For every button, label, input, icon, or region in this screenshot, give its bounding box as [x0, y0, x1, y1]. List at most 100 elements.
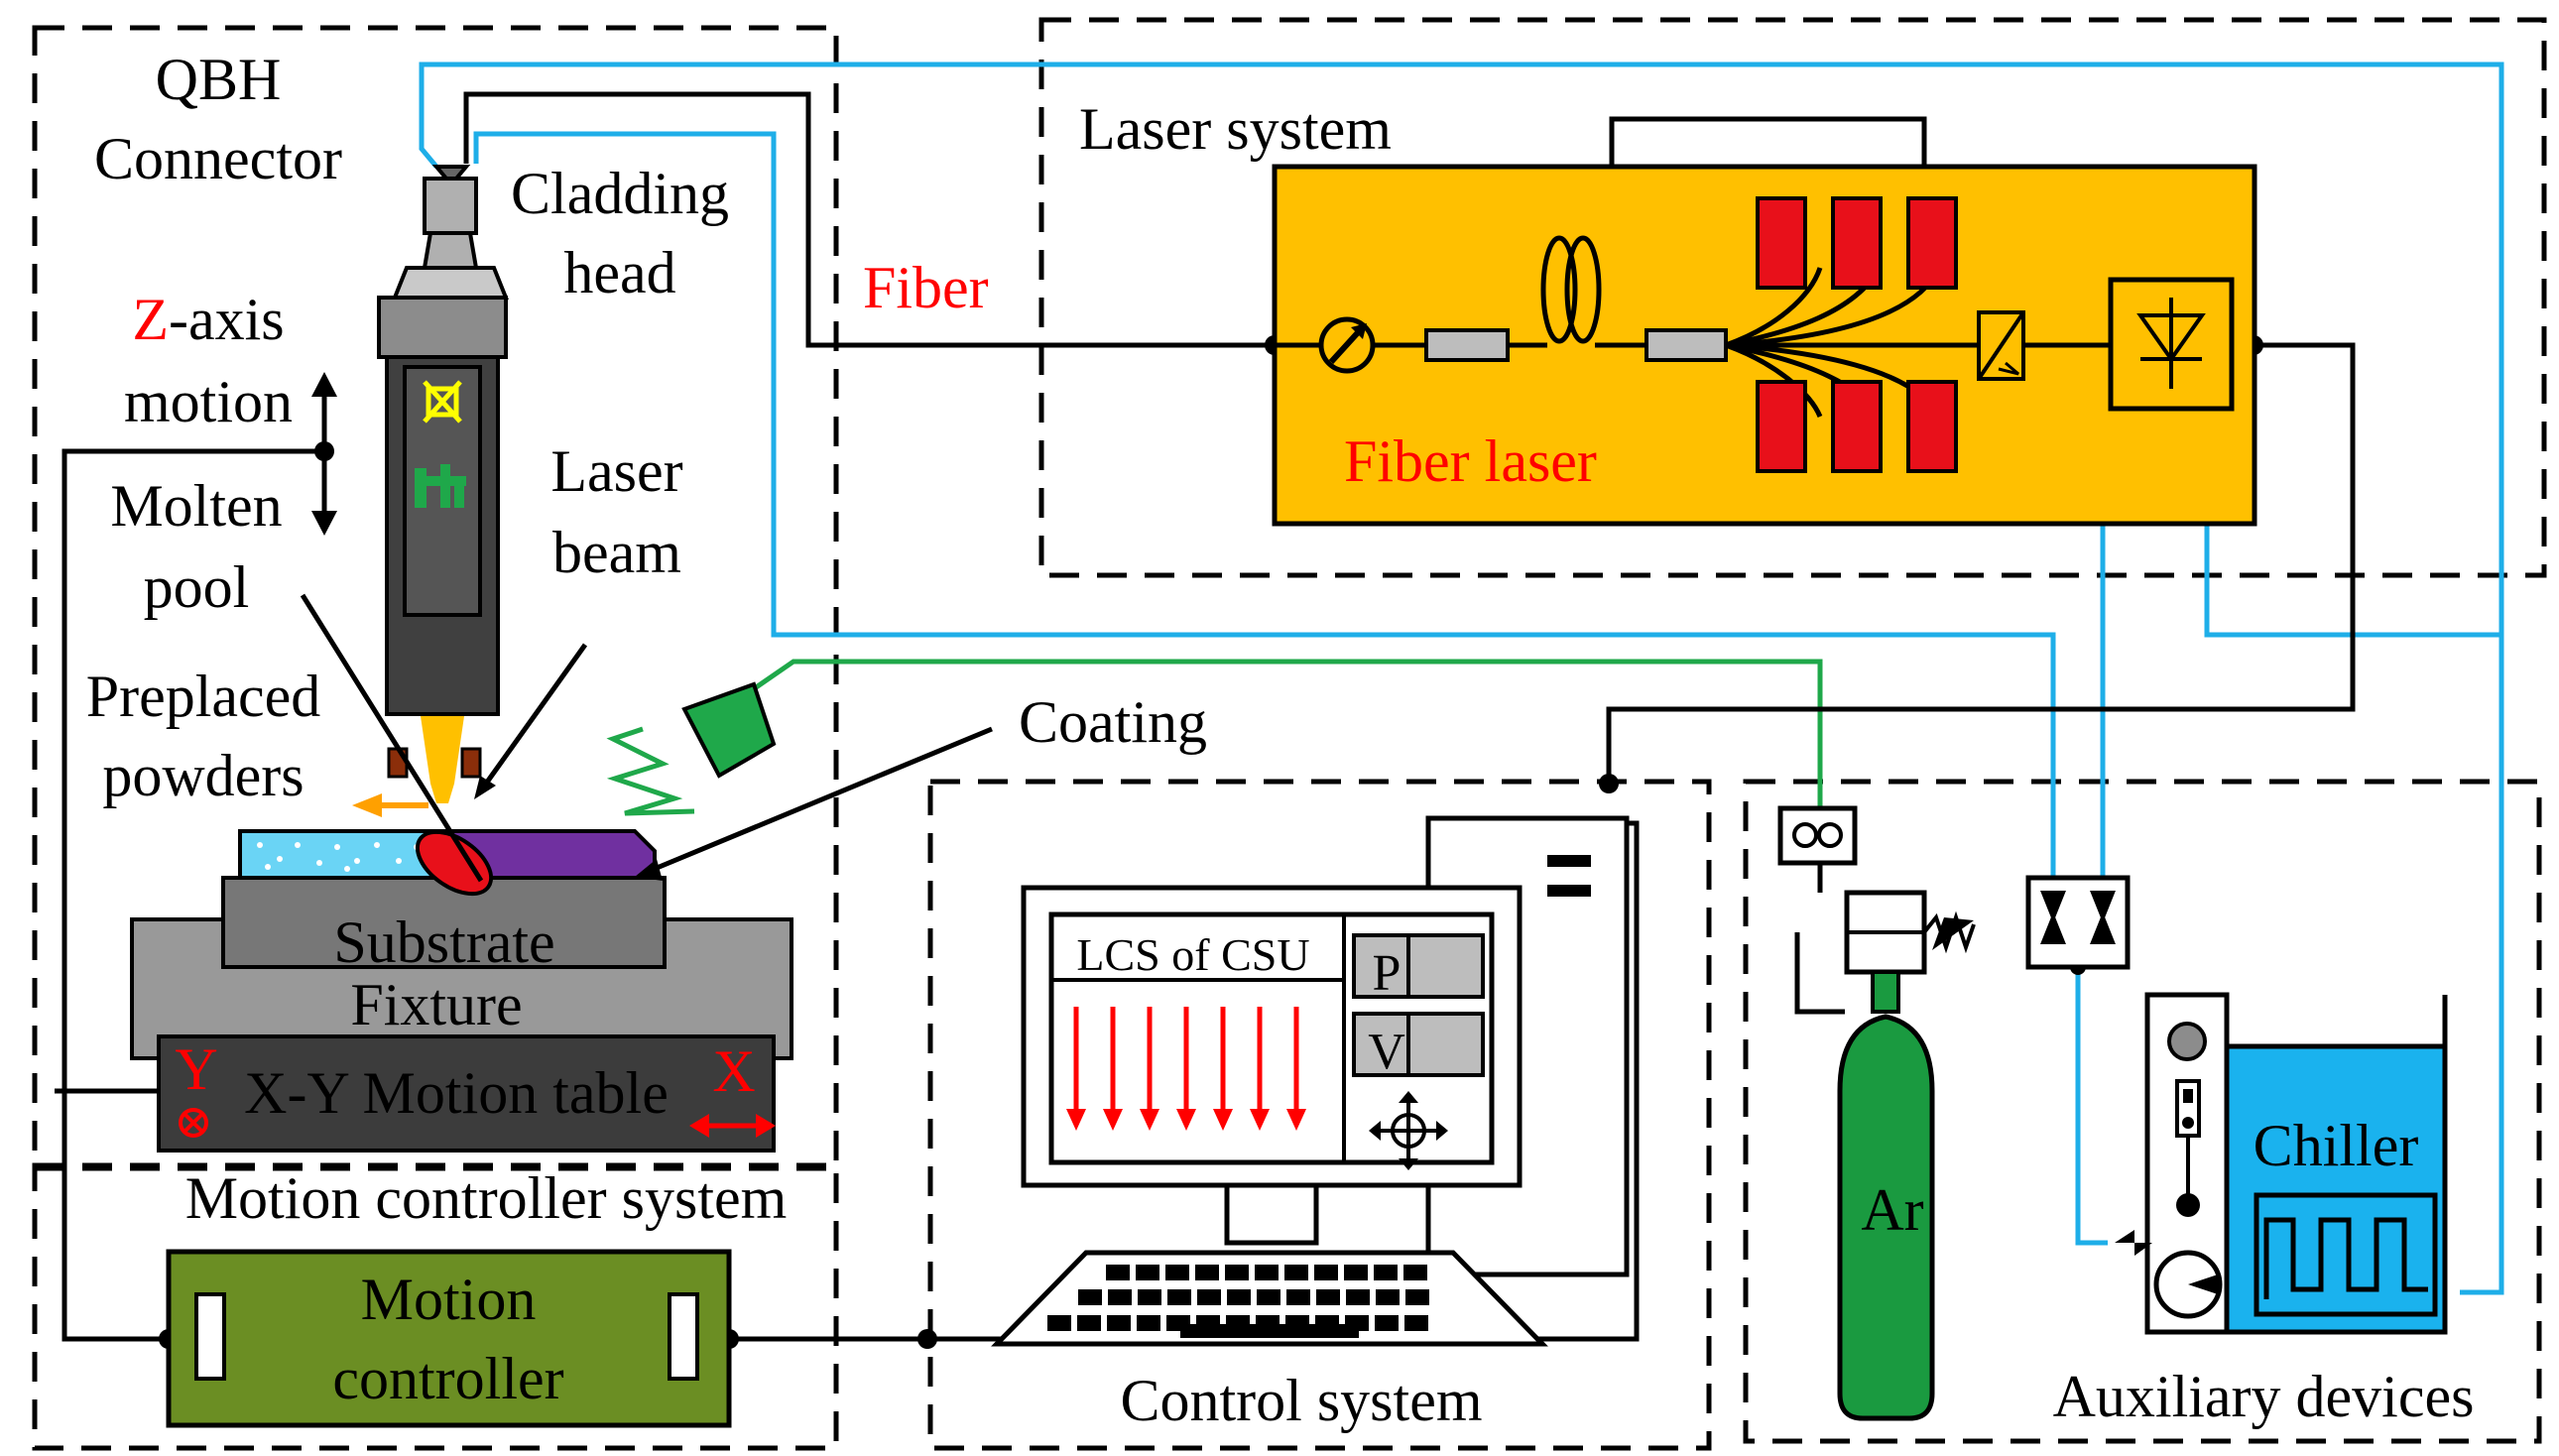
- control-system-label: Control system: [1120, 1368, 1482, 1433]
- red-down-arrow-head: [1140, 1109, 1159, 1131]
- panel-v-label: V: [1368, 1024, 1405, 1080]
- coating-label: Coating: [1019, 689, 1207, 755]
- y-axis-icon: [179, 1108, 208, 1138]
- cladding-head-label-line1: Cladding: [511, 161, 729, 226]
- motion-table-label: X-Y Motion table: [244, 1060, 669, 1126]
- optics-icon: [423, 380, 462, 424]
- keyboard-key: [1255, 1265, 1279, 1280]
- auxiliary-devices-label: Auxiliary devices: [2053, 1364, 2475, 1429]
- z-axis-label: Z-axis: [132, 287, 284, 352]
- panel-p-label: P: [1373, 945, 1401, 1002]
- water-valve-icon: [2040, 891, 2116, 944]
- screen-title: LCS of CSU: [1076, 929, 1309, 980]
- motion-controller: [166, 1249, 732, 1428]
- keyboard-key: [1136, 1265, 1159, 1280]
- label-pointers: [300, 593, 993, 883]
- keyboard-key: [1316, 1289, 1340, 1305]
- fiber-coupler-2: [1645, 328, 1728, 362]
- fiber-laser-label: Fiber laser: [1344, 428, 1597, 494]
- molten-pool: [415, 829, 494, 897]
- keyboard-spacebar: [1180, 1324, 1359, 1338]
- keyboard-key: [1138, 1289, 1161, 1305]
- keyboard-key: [1403, 1265, 1427, 1280]
- argon-cylinder: [1837, 1014, 1935, 1421]
- control-system-boundary: [927, 779, 1712, 1451]
- molten-pool-label-line2: pool: [144, 554, 250, 620]
- keyboard-key: [1344, 1265, 1368, 1280]
- keyboard-key: [1108, 1289, 1132, 1305]
- cladding-unit-boundary: [32, 25, 839, 1171]
- keyboard-key: [1047, 1315, 1071, 1331]
- keyboard-key: [1165, 1265, 1189, 1280]
- x-axis-arrow-icon: [689, 1114, 776, 1138]
- laser-handle: [1609, 116, 1927, 170]
- fixture-label: Fixture: [350, 972, 522, 1037]
- z-axis-letter: Z: [132, 287, 169, 352]
- qbh-connector-body: [423, 177, 478, 235]
- laser-beam: [421, 716, 464, 803]
- keyboard-keys: [1047, 1265, 1429, 1338]
- chiller-pump-icon: [2115, 1230, 2223, 1319]
- travel-direction-arrow-icon: [352, 793, 428, 817]
- chiller-label: Chiller: [2254, 1113, 2419, 1178]
- signal-and-fiber-lines: [55, 91, 2356, 1342]
- motion-controller-port-right: [668, 1292, 699, 1381]
- red-down-arrow-head: [1250, 1109, 1270, 1131]
- keyboard-key: [1225, 1265, 1249, 1280]
- down-arrows-icon: [1066, 1007, 1306, 1131]
- motion-controller-system-boundary: [32, 1162, 839, 1451]
- red-down-arrow-head: [1103, 1109, 1123, 1131]
- z-axis-arrow-icon: [311, 372, 337, 536]
- motion-controller-label-line2: controller: [332, 1346, 563, 1411]
- tower-slot-2: [1547, 885, 1591, 897]
- preplaced-label-line2: powders: [102, 743, 304, 808]
- preplaced-powder-layer: [238, 829, 450, 880]
- keyboard-key: [1314, 1265, 1338, 1280]
- laser-system-boundary: [1038, 17, 2547, 578]
- tower-slot-1: [1547, 855, 1591, 867]
- powder-feed-nozzle: [606, 681, 777, 816]
- connector-label: Connector: [94, 126, 342, 191]
- laser-system-label: Laser system: [1079, 96, 1392, 162]
- keyboard-key: [1078, 1289, 1102, 1305]
- monitor-stand: [1224, 1182, 1319, 1246]
- substrate: [221, 876, 667, 969]
- motion-controller-label-line1: Motion: [361, 1267, 537, 1332]
- red-down-arrow-head: [1066, 1109, 1086, 1131]
- cooling-water-lines: [419, 61, 2504, 1295]
- xy-motion-table: [157, 1034, 776, 1153]
- move-cross-icon: [1369, 1091, 1448, 1170]
- screen-panel-v: [1352, 1012, 1485, 1077]
- auxiliary-devices-boundary: [1743, 779, 2542, 1444]
- chiller-coil-box: [2254, 1192, 2438, 1317]
- keyboard-key: [1376, 1289, 1400, 1305]
- keyboard-key: [1167, 1289, 1191, 1305]
- keyboard-key: [1346, 1289, 1370, 1305]
- laser-beam-label-line2: beam: [552, 520, 681, 585]
- y-axis-label: Y: [175, 1036, 217, 1102]
- qbh-label: QBH: [156, 47, 282, 112]
- shielding-gas-line: [734, 659, 1823, 808]
- keyboard-key: [1284, 1265, 1308, 1280]
- keyboard-key: [1227, 1289, 1251, 1305]
- diode-driver-icon: [2108, 277, 2235, 412]
- fiber-coupler-1: [1424, 328, 1510, 362]
- keyboard-key: [1374, 1265, 1398, 1280]
- keyboard-key: [1257, 1289, 1280, 1305]
- chiller-knob: [2167, 1022, 2207, 1061]
- keyboard-key: [1286, 1289, 1310, 1305]
- cladding-head: [377, 165, 509, 803]
- preplaced-label-line1: Preplaced: [86, 664, 321, 729]
- keyboard-key: [1404, 1315, 1428, 1331]
- red-down-arrow-head: [1286, 1109, 1306, 1131]
- red-down-arrow-head: [1176, 1109, 1196, 1131]
- pump-diode-modules: [1756, 196, 1958, 473]
- z-axis-suffix: -axis: [169, 287, 285, 352]
- fiber-label: Fiber: [863, 255, 989, 320]
- screen-panel-p: [1352, 933, 1485, 999]
- keyboard-key: [1195, 1265, 1219, 1280]
- lens-icon: [415, 464, 466, 508]
- chiller-indicator: [2176, 1193, 2200, 1217]
- cladding-head-label-line2: head: [563, 240, 675, 305]
